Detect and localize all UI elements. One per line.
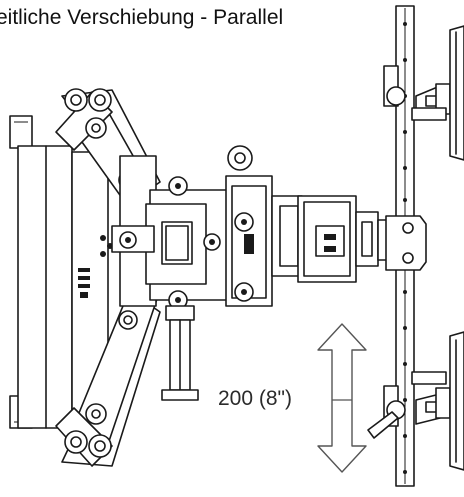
manufacturer-logo xyxy=(78,268,90,298)
lower-vacuum-pad xyxy=(367,331,464,471)
vertical-rail xyxy=(385,5,427,487)
double-arrow-icon xyxy=(317,323,367,473)
frame-plate xyxy=(17,145,73,429)
upper-end-bracket xyxy=(9,115,33,149)
diagram-title: eitliche Verschiebung - Parallel xyxy=(0,6,286,30)
upper-vacuum-pad xyxy=(383,25,464,161)
central-head xyxy=(111,155,231,401)
left-frame xyxy=(9,115,109,429)
extension-arm xyxy=(297,195,395,283)
dimension-arrow xyxy=(317,323,367,473)
upper-pad-plate xyxy=(449,25,464,161)
rail-mount-plate xyxy=(385,215,427,271)
pad-lever xyxy=(367,411,399,439)
lower-pad-plate xyxy=(449,331,464,471)
dimension-label: 200 (8") xyxy=(218,387,292,410)
cross-slide xyxy=(225,145,303,307)
